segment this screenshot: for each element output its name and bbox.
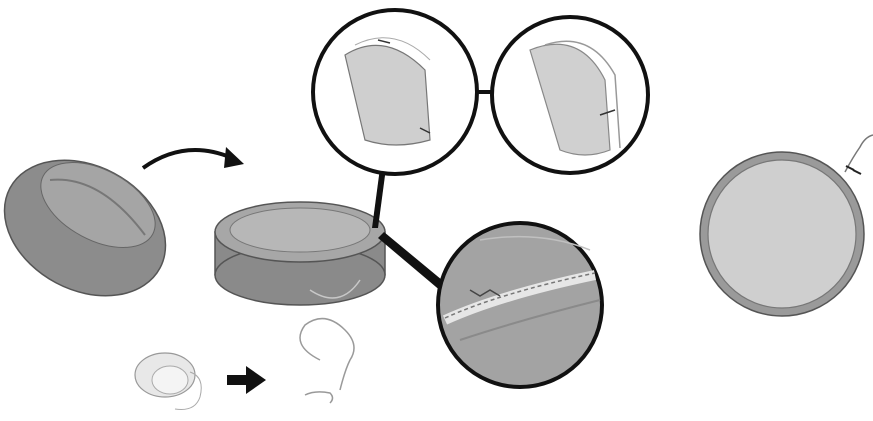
round-disc-top-view [700, 152, 864, 316]
zoom-circle-edge-before [313, 10, 477, 174]
black-arrow [227, 366, 266, 394]
curved-arrow [143, 147, 244, 168]
zoom-circle-edge-after [492, 17, 648, 173]
cord-loop-detail [300, 319, 354, 403]
small-ear-pad-detail [135, 353, 201, 410]
cord-attached [845, 135, 873, 174]
zoom-circle-stitching [438, 223, 602, 387]
tilted-cushion [0, 133, 189, 322]
cushion-on-surface [215, 202, 385, 305]
